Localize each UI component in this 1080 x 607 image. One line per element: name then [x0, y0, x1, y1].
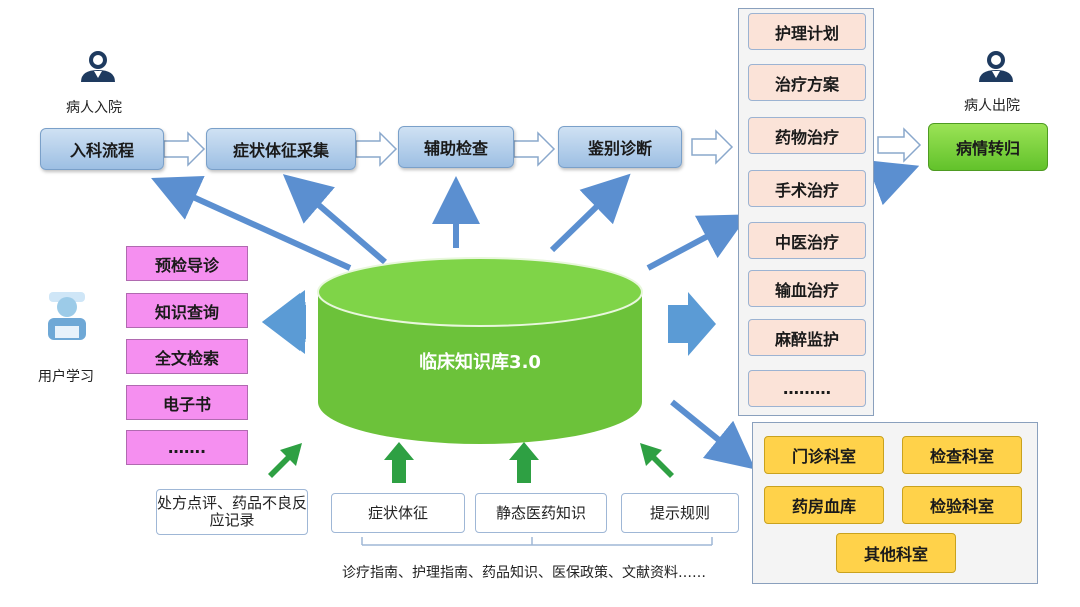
admission-caption: 病人入院	[66, 100, 122, 116]
flow-arrow-1	[163, 131, 206, 167]
right-block-arrow	[668, 292, 716, 356]
treatment-item: ………	[748, 370, 866, 407]
db-out-arrows	[151, 160, 920, 470]
treatment-item: 输血治疗	[748, 270, 866, 307]
db-arrow-departments	[670, 399, 756, 470]
sources-bracket	[361, 537, 713, 546]
learning-item: 电子书	[126, 385, 248, 420]
green-arrow-2	[384, 442, 414, 483]
db-arrow-symptom	[282, 174, 387, 265]
treatment-item: 手术治疗	[748, 170, 866, 207]
step-outcome: 病情转归	[928, 123, 1048, 171]
flow-arrow-5	[877, 127, 922, 163]
flow-arrow-3	[513, 131, 556, 167]
treatment-item: 中医治疗	[748, 222, 866, 259]
db-arrow-diagnosis	[549, 173, 631, 253]
learning-item: 知识查询	[126, 293, 248, 328]
green-arrow-1	[268, 443, 302, 478]
step-entry-process: 入科流程	[40, 128, 164, 170]
green-arrow-4	[640, 443, 674, 478]
treatment-item: 药物治疗	[748, 117, 866, 154]
input-symptoms: 症状体征	[331, 493, 465, 533]
flow-arrows	[163, 127, 922, 167]
step-symptom-collection: 症状体征采集	[206, 128, 356, 170]
user-learning-caption: 用户学习	[38, 369, 94, 385]
input-prescription-review: 处方点评、药品不良反应记录	[156, 489, 308, 535]
treatment-item: 治疗方案	[748, 64, 866, 101]
db-arrow-treatment	[646, 214, 749, 271]
department-item: 检查科室	[902, 436, 1022, 474]
left-block-arrow-body	[262, 293, 306, 351]
green-arrow-3	[509, 442, 539, 483]
knowledge-base-cylinder	[317, 257, 643, 444]
department-item: 门诊科室	[764, 436, 884, 474]
learning-item: 预检导诊	[126, 246, 248, 281]
user-learning-icon	[48, 292, 86, 340]
flow-arrow-2	[355, 131, 398, 167]
flow-arrow-4	[691, 129, 734, 165]
step-differential-diagnosis: 鉴别诊断	[558, 126, 682, 168]
sources-caption: 诊疗指南、护理指南、药品知识、医保政策、文献资料……	[342, 565, 706, 581]
input-static-knowledge: 静态医药知识	[475, 493, 607, 533]
db-arrow-entry	[151, 175, 352, 271]
department-item: 检验科室	[902, 486, 1022, 524]
department-item: 药房血库	[764, 486, 884, 524]
learning-item: 全文检索	[126, 339, 248, 374]
learning-item: …….	[126, 430, 248, 465]
db-arrow-outcome	[865, 160, 920, 206]
input-prompt-rules: 提示规则	[621, 493, 739, 533]
treatment-item: 麻醉监护	[748, 319, 866, 356]
step-auxiliary-exam: 辅助检查	[398, 126, 514, 168]
discharge-patient-icon	[979, 51, 1013, 82]
department-item: 其他科室	[836, 533, 956, 573]
green-up-arrows	[268, 442, 674, 483]
discharge-caption: 病人出院	[964, 98, 1020, 114]
treatment-item: 护理计划	[748, 13, 866, 50]
knowledge-base-label: 临床知识库3.0	[419, 352, 541, 373]
admission-patient-icon	[81, 51, 115, 82]
